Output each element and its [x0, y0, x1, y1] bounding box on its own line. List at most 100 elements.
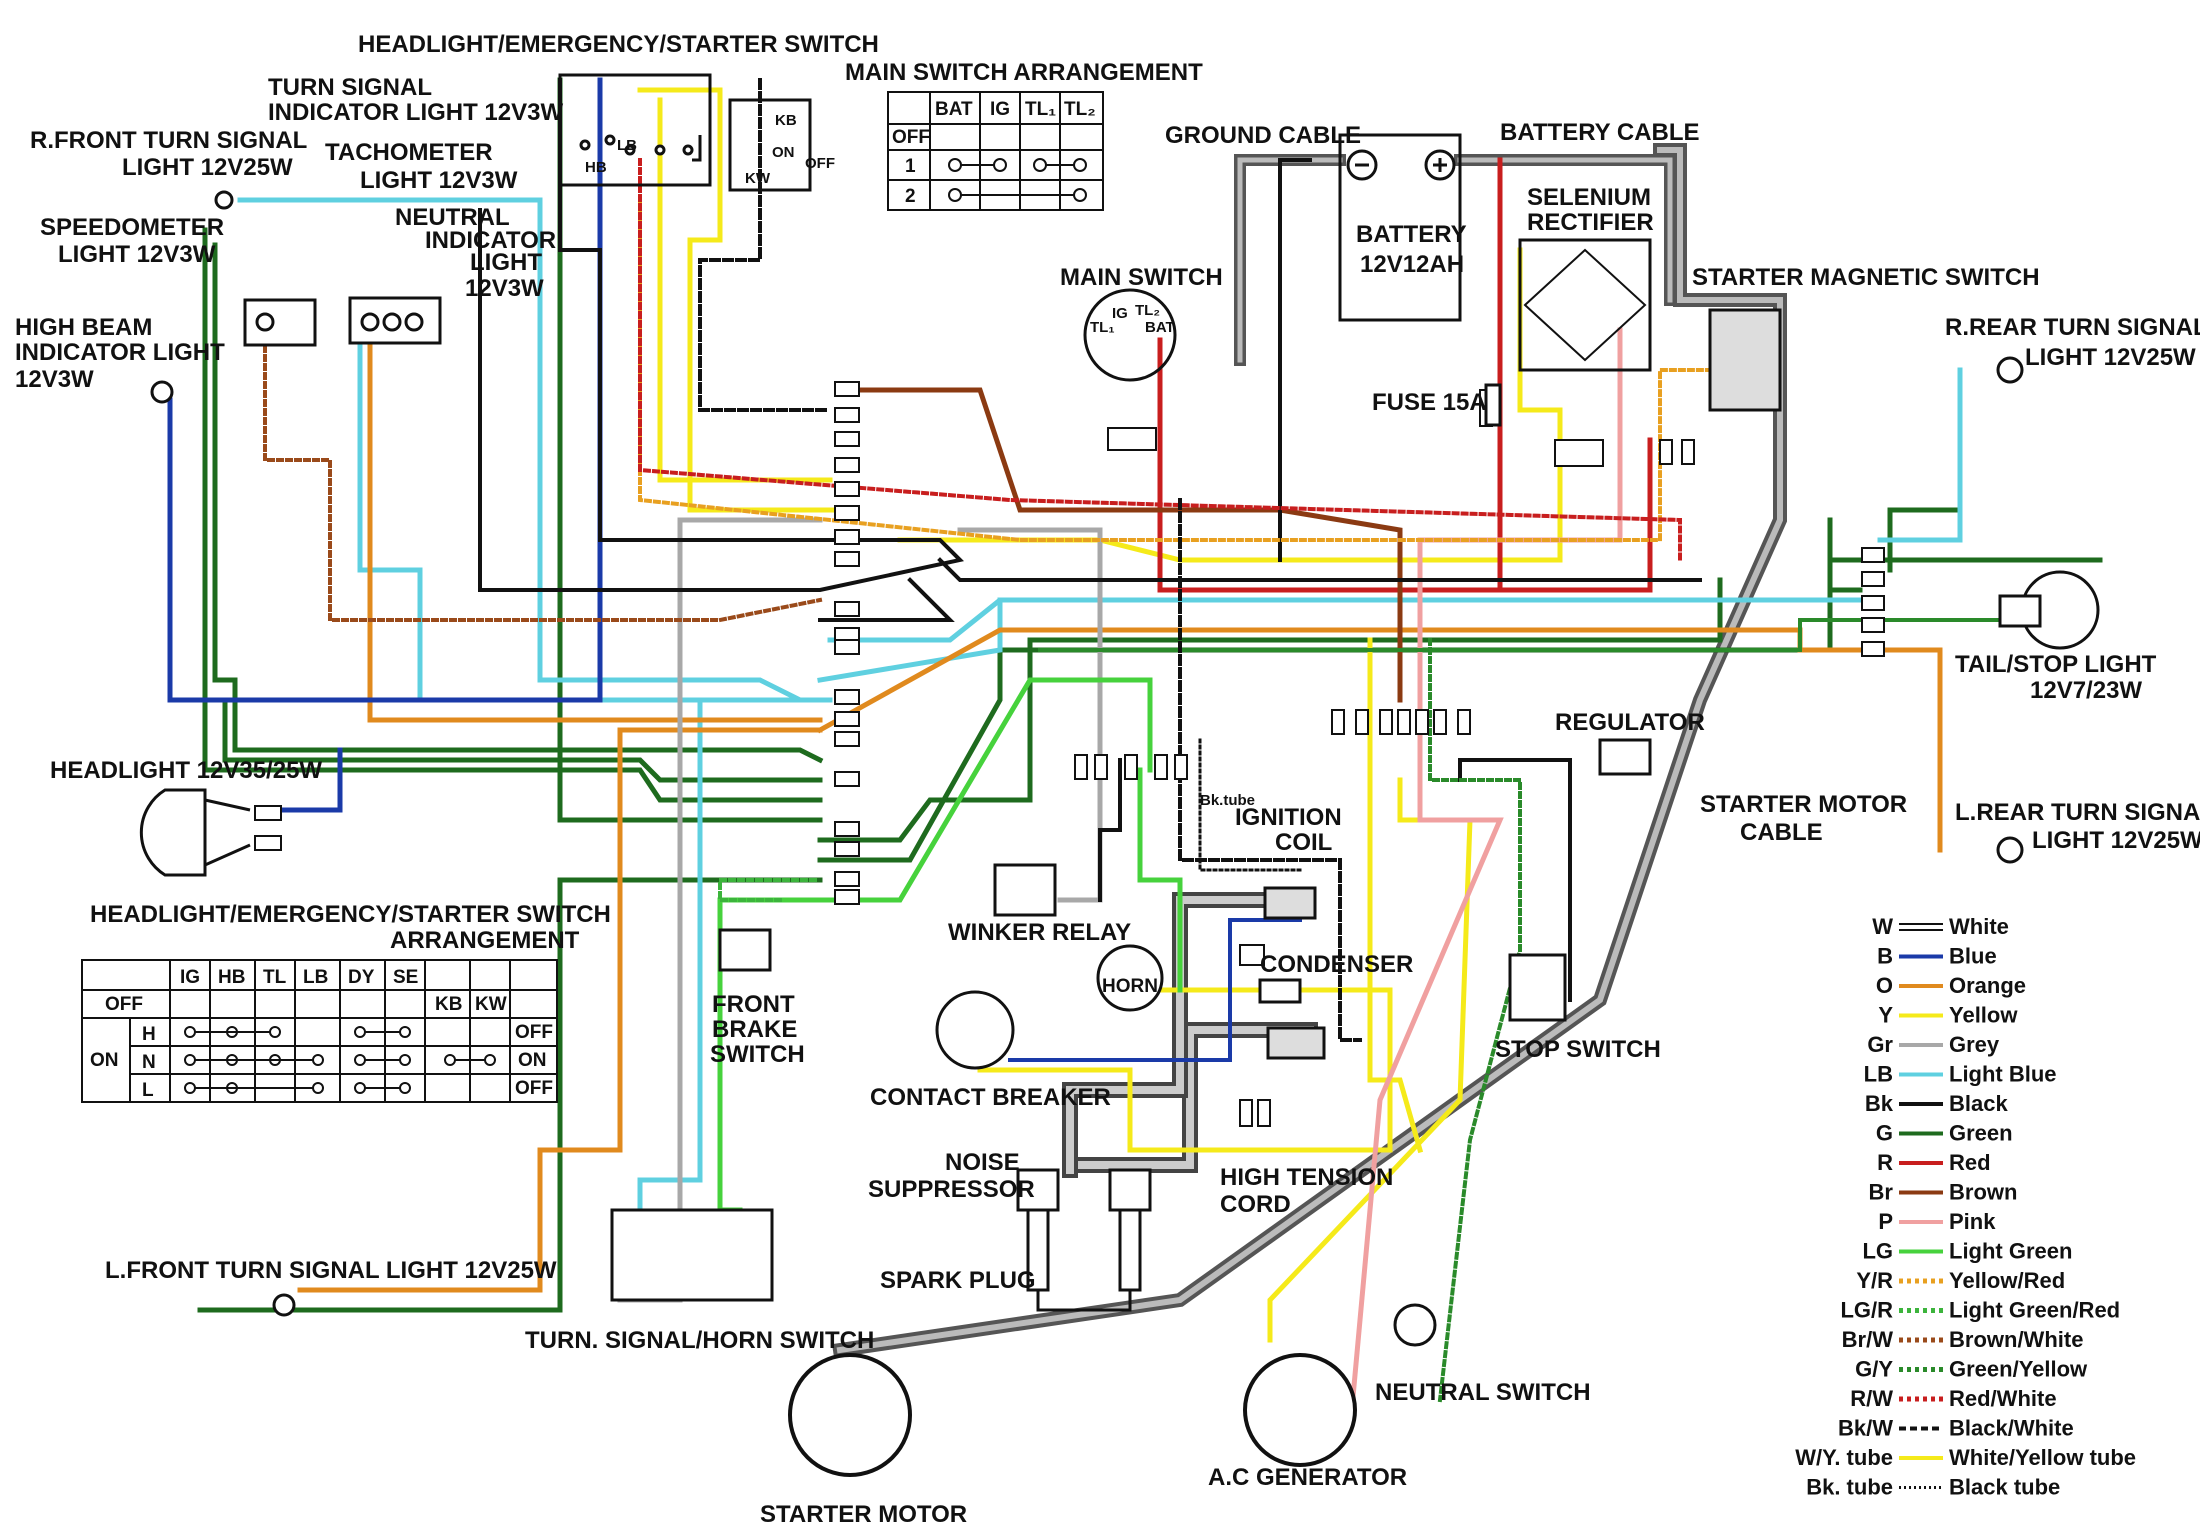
- label-high-tension-2: CORD: [1220, 1191, 1291, 1218]
- neutral-switch-symbol: [1393, 1303, 1437, 1347]
- winker-relay-box: [993, 863, 1057, 917]
- connector-block: [254, 381, 1885, 1127]
- black-wire-6: [1458, 758, 1572, 1002]
- main-switch-table: [887, 91, 1104, 211]
- label-spark-plug: SPARK PLUG: [880, 1267, 1036, 1294]
- label-highbeam-3: 12V3W: [15, 366, 94, 393]
- lightblue-wire-4: [1877, 367, 1963, 543]
- headlight-switch-box: [558, 73, 812, 192]
- label-high-tension-1: HIGH TENSION: [1220, 1164, 1393, 1191]
- legend-name: Blue: [1949, 944, 1997, 969]
- contact-breaker-symbol: [935, 990, 1015, 1070]
- yellow-wire-6: [1267, 777, 1473, 1343]
- legend-code: R: [1877, 1150, 1893, 1175]
- brownwhite-wire-1: [263, 318, 823, 622]
- label-front-brake-3: SWITCH: [710, 1041, 805, 1068]
- legend-name: Yellow/Red: [1949, 1268, 2065, 1293]
- selenium-rectifier: [1518, 238, 1652, 372]
- black-wire-2: [937, 557, 1702, 582]
- labels: HEADLIGHT/EMERGENCY/STARTER SWITCH MAIN …: [15, 31, 2200, 1528]
- legend-name: White: [1949, 914, 2009, 939]
- yellow-wire-5: [977, 987, 1393, 1153]
- yellow-wire-4: [1367, 637, 1424, 1154]
- label-hl-arr-1: HEADLIGHT/EMERGENCY/STARTER SWITCH: [90, 901, 611, 928]
- label-stop-switch: STOP SWITCH: [1495, 1036, 1661, 1063]
- legend-name: Brown/White: [1949, 1327, 2083, 1352]
- legend-code: Gr: [1867, 1032, 1893, 1057]
- label-sw-tl1: TL₁: [1090, 319, 1115, 336]
- hlt-off: OFF: [105, 994, 143, 1015]
- ac-generator-symbol: [1243, 1353, 1357, 1467]
- hlt-h3: TL: [263, 967, 287, 988]
- label-rfront-1: R.FRONT TURN SIGNAL: [30, 127, 307, 154]
- starter-magnetic-switch: [1708, 308, 1782, 412]
- main-switch-symbol: [1083, 288, 1177, 382]
- greenyellow-wire-2: [1038, 618, 2042, 652]
- label-neutral-ind-4: 12V3W: [465, 275, 544, 302]
- legend-name: Black tube: [1949, 1475, 2060, 1500]
- label-battery-cable: BATTERY CABLE: [1500, 119, 1700, 146]
- label-highbeam-1: HIGH BEAM: [15, 314, 152, 341]
- lightgreen-wire-2: [1137, 767, 1183, 993]
- label-turn-horn: TURN. SIGNAL/HORN SWITCH: [525, 1327, 874, 1354]
- black-wire-4: [1278, 158, 1312, 562]
- hlt-rv1: ON: [518, 1050, 547, 1071]
- label-neutral-switch: NEUTRAL SWITCH: [1375, 1379, 1591, 1406]
- label-hb: HB: [585, 159, 607, 176]
- label-on: ON: [772, 144, 795, 161]
- label-horn: HORN: [1102, 976, 1158, 997]
- hlt-kb: KB: [435, 994, 462, 1015]
- label-headlight: HEADLIGHT 12V35/25W: [50, 757, 322, 784]
- mst-r2: 2: [905, 186, 916, 207]
- black-wire-3: [818, 577, 955, 622]
- pink-wire-1: [1347, 327, 1623, 1433]
- label-selenium-1: SELENIUM: [1527, 184, 1651, 211]
- battery-cable-wire-inner: [1457, 157, 1673, 303]
- yellowred-wire-1: [638, 198, 1732, 542]
- horn-symbol: [1096, 944, 1164, 1012]
- hlt-sub-h: H: [142, 1024, 156, 1045]
- label-hl-switch: HEADLIGHT/EMERGENCY/STARTER SWITCH: [358, 31, 879, 58]
- label-lfront: L.FRONT TURN SIGNAL LIGHT 12V25W: [105, 1257, 557, 1284]
- legend-code: Y: [1878, 1003, 1893, 1028]
- legend-name: Light Blue: [1949, 1062, 2057, 1087]
- label-turn-ind-2: INDICATOR LIGHT 12V3W: [268, 99, 563, 126]
- hlt-on: ON: [90, 1050, 119, 1071]
- hlt-kw: KW: [475, 994, 507, 1015]
- label-main-arr: MAIN SWITCH ARRANGEMENT: [845, 59, 1203, 86]
- legend-code: O: [1876, 973, 1893, 998]
- high-tension-tube-2-inner: [1066, 896, 1304, 1174]
- main-switch-table-text: BAT IG TL₁ TL₂ OFF 1 2: [892, 99, 1096, 207]
- legend-code: R/W: [1850, 1386, 1893, 1411]
- yellow-wire-1: [637, 87, 843, 513]
- label-tail-1: TAIL/STOP LIGHT: [1955, 651, 2157, 678]
- hlt-rv0: OFF: [515, 1022, 553, 1043]
- label-tacho-2: LIGHT 12V3W: [360, 167, 518, 194]
- mst-r1: 1: [905, 156, 916, 177]
- label-lrear-1: L.REAR TURN SIGNAL: [1955, 799, 2200, 826]
- label-hl-arr-2: ARRANGEMENT: [390, 927, 580, 954]
- blackwhite-wire-1: [698, 78, 832, 412]
- label-bk-tube: Bk.tube: [1200, 792, 1255, 809]
- starter-motor-symbol: [788, 1353, 912, 1477]
- label-front-brake-1: FRONT: [712, 991, 795, 1018]
- mst-h3: TL₁: [1025, 99, 1056, 120]
- label-selenium-2: RECTIFIER: [1527, 209, 1654, 236]
- legend-name: Orange: [1949, 973, 2026, 998]
- hlt-sub-l: L: [142, 1080, 154, 1101]
- label-kb: KB: [775, 112, 797, 129]
- legend-name: Grey: [1949, 1032, 2000, 1057]
- blue-wire-2: [277, 747, 343, 813]
- lightblue-wire-6: [817, 597, 1003, 683]
- legend-code: LG: [1862, 1239, 1893, 1264]
